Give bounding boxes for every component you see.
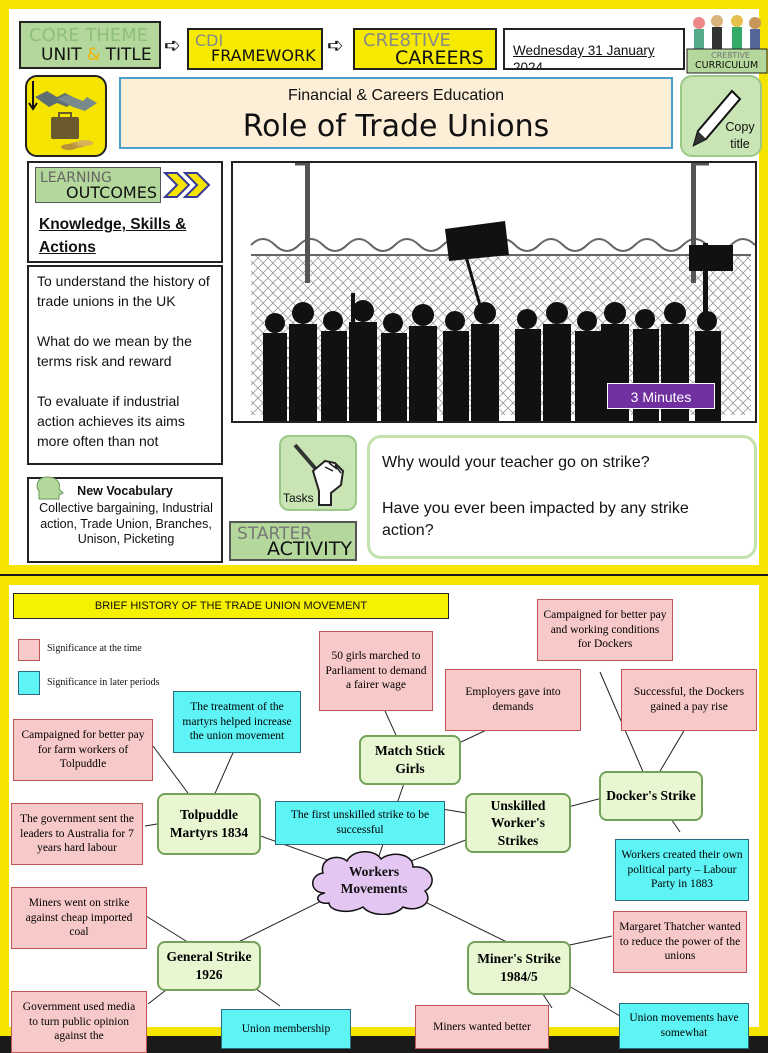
note-cyan: Union membership: [221, 1009, 351, 1049]
title-word: TITLE: [105, 45, 152, 65]
starter-line2: ACTIVITY: [267, 538, 352, 560]
event-dockers: Docker's Strike: [599, 771, 703, 821]
logo-line1: CRE8TIVE: [711, 51, 751, 60]
copy-title-box: Copy title: [680, 75, 762, 157]
vocab-terms: Collective bargaining, Industrial action…: [39, 501, 213, 546]
finance-icon-box: [25, 75, 107, 157]
note-cyan: Workers created their own political part…: [615, 839, 749, 901]
handshake-briefcase-icon: [28, 81, 97, 150]
tasks-label: Tasks: [283, 491, 314, 505]
event-miners-strike: Miner's Strike 1984/5: [467, 941, 571, 995]
legend-label: Significance at the time: [47, 643, 142, 654]
vocabulary-panel: New Vocabulary Collective bargaining, In…: [27, 476, 223, 563]
note-cyan: Union movements have somewhat: [619, 1003, 749, 1049]
learning-outcomes-panel: LEARNING OUTCOMES Knowledge, Skills & Ac…: [27, 161, 223, 263]
creative-line2: CAREERS: [395, 47, 484, 69]
chevrons-icon: [163, 172, 211, 198]
speech-head-icon: [36, 476, 64, 500]
copy-title-label: Copy title: [725, 120, 755, 151]
curriculum-logo: CRE8TIVE CURRICULUM: [685, 13, 768, 75]
note-pink: Government used media to turn public opi…: [11, 991, 147, 1053]
event-tolpuddle: Tolpuddle Martyrs 1834: [157, 793, 261, 855]
creative-line1: CRE8TIVE: [363, 30, 451, 51]
note-pink: Employers gave into demands: [445, 669, 581, 731]
note-pink: Margaret Thatcher wanted to reduce the p…: [613, 911, 747, 973]
starter-line1: STARTER: [237, 524, 312, 544]
lo-line1: LEARNING: [40, 170, 112, 186]
outcome-item: What do we mean by the terms risk and re…: [37, 333, 192, 369]
tasks-badge: Tasks: [279, 435, 357, 511]
legend-swatch-pink: [18, 639, 40, 661]
starter-activity-badge: STARTER ACTIVITY: [229, 521, 357, 561]
outcome-item: To understand the history of trade union…: [37, 273, 210, 309]
note-pink: Successful, the Dockers gained a pay ris…: [621, 669, 757, 731]
core-theme-line1: CORE THEME: [29, 25, 149, 46]
learning-outcomes-badge: LEARNING OUTCOMES: [35, 167, 161, 203]
page-title: Role of Trade Unions: [242, 109, 550, 144]
date-text: Wednesday 31 January 2024: [513, 43, 655, 70]
note-pink: Campaigned for better pay for farm worke…: [13, 719, 153, 781]
subject-label: Financial & Careers Education: [287, 87, 505, 104]
event-general-strike: General Strike 1926: [157, 941, 261, 991]
ampersand: &: [86, 45, 101, 65]
core-theme-badge: CORE THEME UNIT & TITLE: [19, 21, 161, 69]
unit-word: UNIT: [41, 45, 82, 65]
question-1: Why would your teacher go on strike?: [382, 454, 650, 471]
event-unskilled: Unskilled Worker's Strikes: [465, 793, 571, 853]
history-slide: BRIEF HISTORY OF THE TRADE UNION MOVEMEN…: [0, 576, 768, 1053]
legend-swatch-cyan: [18, 671, 40, 695]
workers-movements-cloud: Workers Movements: [305, 847, 443, 915]
date-box: Wednesday 31 January 2024: [503, 28, 685, 70]
center-label: Workers Movements: [340, 864, 408, 896]
note-pink: Miners wanted better: [415, 1005, 549, 1049]
starter-questions: Why would your teacher go on strike? Hav…: [367, 435, 757, 559]
cdi-line1: CDI: [195, 31, 224, 50]
ksa-heading: Knowledge, Skills & Actions: [39, 216, 187, 256]
question-2: Have you ever been impacted by any strik…: [382, 500, 689, 539]
timer-badge: 3 Minutes: [607, 383, 715, 409]
arrow-right-icon: ➪: [164, 33, 181, 57]
arrow-right-icon: ➪: [327, 33, 344, 57]
creative-careers-badge: CRE8TIVE CAREERS: [353, 28, 497, 70]
legend-label: Significance in later periods: [47, 677, 160, 688]
title-panel: Financial & Careers Education Role of Tr…: [119, 77, 673, 149]
outcomes-list: To understand the history of trade union…: [27, 265, 223, 465]
history-banner: BRIEF HISTORY OF THE TRADE UNION MOVEMEN…: [13, 593, 449, 619]
vocab-heading: New Vocabulary: [77, 484, 173, 498]
note-pink: 50 girls marched to Parliament to demand…: [319, 631, 433, 711]
event-matchstick: Match Stick Girls: [359, 735, 461, 785]
picket-line-image: 3 Minutes: [231, 161, 757, 423]
note-pink: Miners went on strike against cheap impo…: [11, 887, 147, 949]
logo-line2: CURRICULUM: [695, 60, 759, 71]
cdi-framework-badge: CDI FRAMEWORK: [187, 28, 323, 70]
outcome-item: To evaluate if industrial action achieve…: [37, 393, 185, 449]
fist-pencil-icon: [293, 443, 345, 506]
note-cyan: The first unskilled strike to be success…: [275, 801, 445, 845]
lo-line2: OUTCOMES: [66, 183, 157, 202]
cdi-line2: FRAMEWORK: [211, 46, 316, 65]
core-theme-line2: UNIT & TITLE: [41, 47, 152, 64]
note-pink: Campaigned for better pay and working co…: [537, 599, 673, 661]
pencil-icon: [692, 89, 742, 147]
note-pink: The government sent the leaders to Austr…: [11, 803, 143, 865]
starter-slide: CORE THEME UNIT & TITLE ➪ CDI FRAMEWORK …: [0, 0, 768, 574]
note-cyan: The treatment of the martyrs helped incr…: [173, 691, 301, 753]
